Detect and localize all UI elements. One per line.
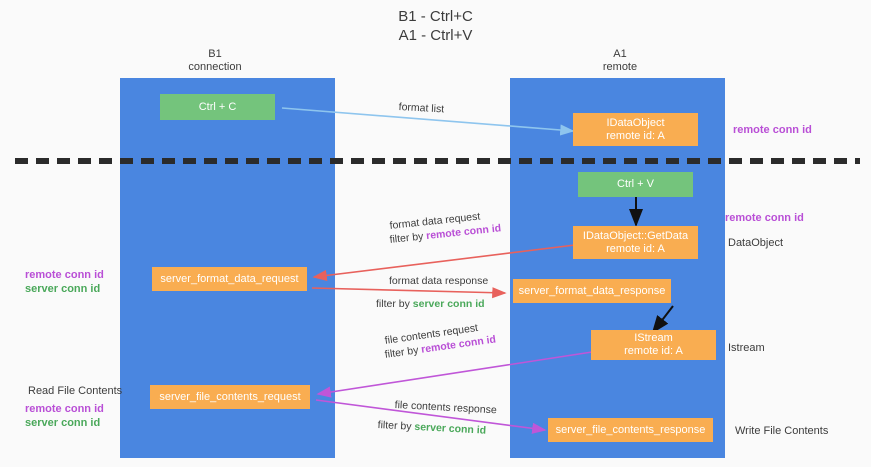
node-getdata-line1: IDataObject::GetData — [582, 229, 689, 242]
label-istream: Istream — [728, 342, 765, 354]
filter-value-server-conn-id: server conn id — [414, 420, 487, 437]
node-ctrl-c-line1: Ctrl + C — [198, 100, 237, 113]
node-getdata-line2: remote id: A — [606, 242, 665, 255]
filter-prefix: filter by — [377, 419, 415, 433]
page-title: B1 - Ctrl+C A1 - Ctrl+V — [398, 8, 473, 44]
node-server-format-data-response-label: server_format_data_response — [518, 284, 666, 297]
filter-prefix: filter by — [376, 298, 413, 310]
node-server-file-contents-request[interactable]: server_file_contents_request — [150, 385, 310, 409]
node-server-format-data-request[interactable]: server_format_data_request — [152, 267, 307, 291]
label-write-file-contents: Write File Contents — [735, 425, 829, 437]
node-istream[interactable]: IStream remote id: A — [591, 330, 716, 360]
node-server-format-data-response[interactable]: server_format_data_response — [513, 279, 671, 303]
label-dataobject: DataObject — [728, 237, 784, 249]
node-istream-line1: IStream — [634, 332, 673, 344]
label-server-conn-id-left-1: server conn id — [25, 283, 101, 295]
label-remote-conn-id-mid: remote conn id — [725, 212, 804, 224]
node-idataobject-line2: remote id: A — [606, 129, 665, 142]
node-ctrl-c[interactable]: Ctrl + C — [160, 94, 275, 120]
filter-value-server-conn-id: server conn id — [412, 298, 485, 310]
label-remote-conn-id-left-1: remote conn id — [25, 269, 104, 281]
node-istream-line2: remote id: A — [624, 345, 683, 357]
label-server-conn-id-left-2: server conn id — [25, 417, 101, 429]
filter-prefix: filter by — [389, 230, 427, 246]
node-server-file-contents-response[interactable]: server_file_contents_response — [548, 418, 713, 442]
arrow-format-data-response — [311, 287, 507, 299]
node-ctrl-v-line1: Ctrl + V — [617, 178, 654, 190]
lane-header-a1: A1 remote — [602, 48, 638, 73]
node-ctrl-v[interactable]: Ctrl + V — [578, 172, 693, 197]
node-idataobject[interactable]: IDataObject remote id: A — [573, 113, 698, 146]
label-read-file-contents: Read File Contents — [28, 385, 123, 397]
edge-label-file-contents-response: file contents response — [394, 399, 498, 417]
edge-label-file-contents-response-filter: filter by server conn id — [377, 419, 486, 438]
edge-label-format-list: format list — [398, 101, 445, 116]
node-server-format-data-request-label: server_format_data_request — [160, 272, 299, 285]
node-idataobject-getdata[interactable]: IDataObject::GetData remote id: A — [573, 226, 698, 259]
edge-label-format-data-response-filter: filter by server conn id — [376, 298, 485, 311]
lane-header-b1: B1 connection — [188, 48, 242, 73]
node-server-file-contents-response-label: server_file_contents_response — [555, 423, 706, 436]
label-remote-conn-id-top: remote conn id — [733, 124, 812, 136]
label-remote-conn-id-left-2: remote conn id — [25, 403, 104, 415]
node-server-file-contents-request-label: server_file_contents_request — [159, 390, 301, 403]
node-idataobject-line1: IDataObject — [606, 116, 665, 129]
edge-label-format-data-response: format data response — [389, 275, 489, 287]
